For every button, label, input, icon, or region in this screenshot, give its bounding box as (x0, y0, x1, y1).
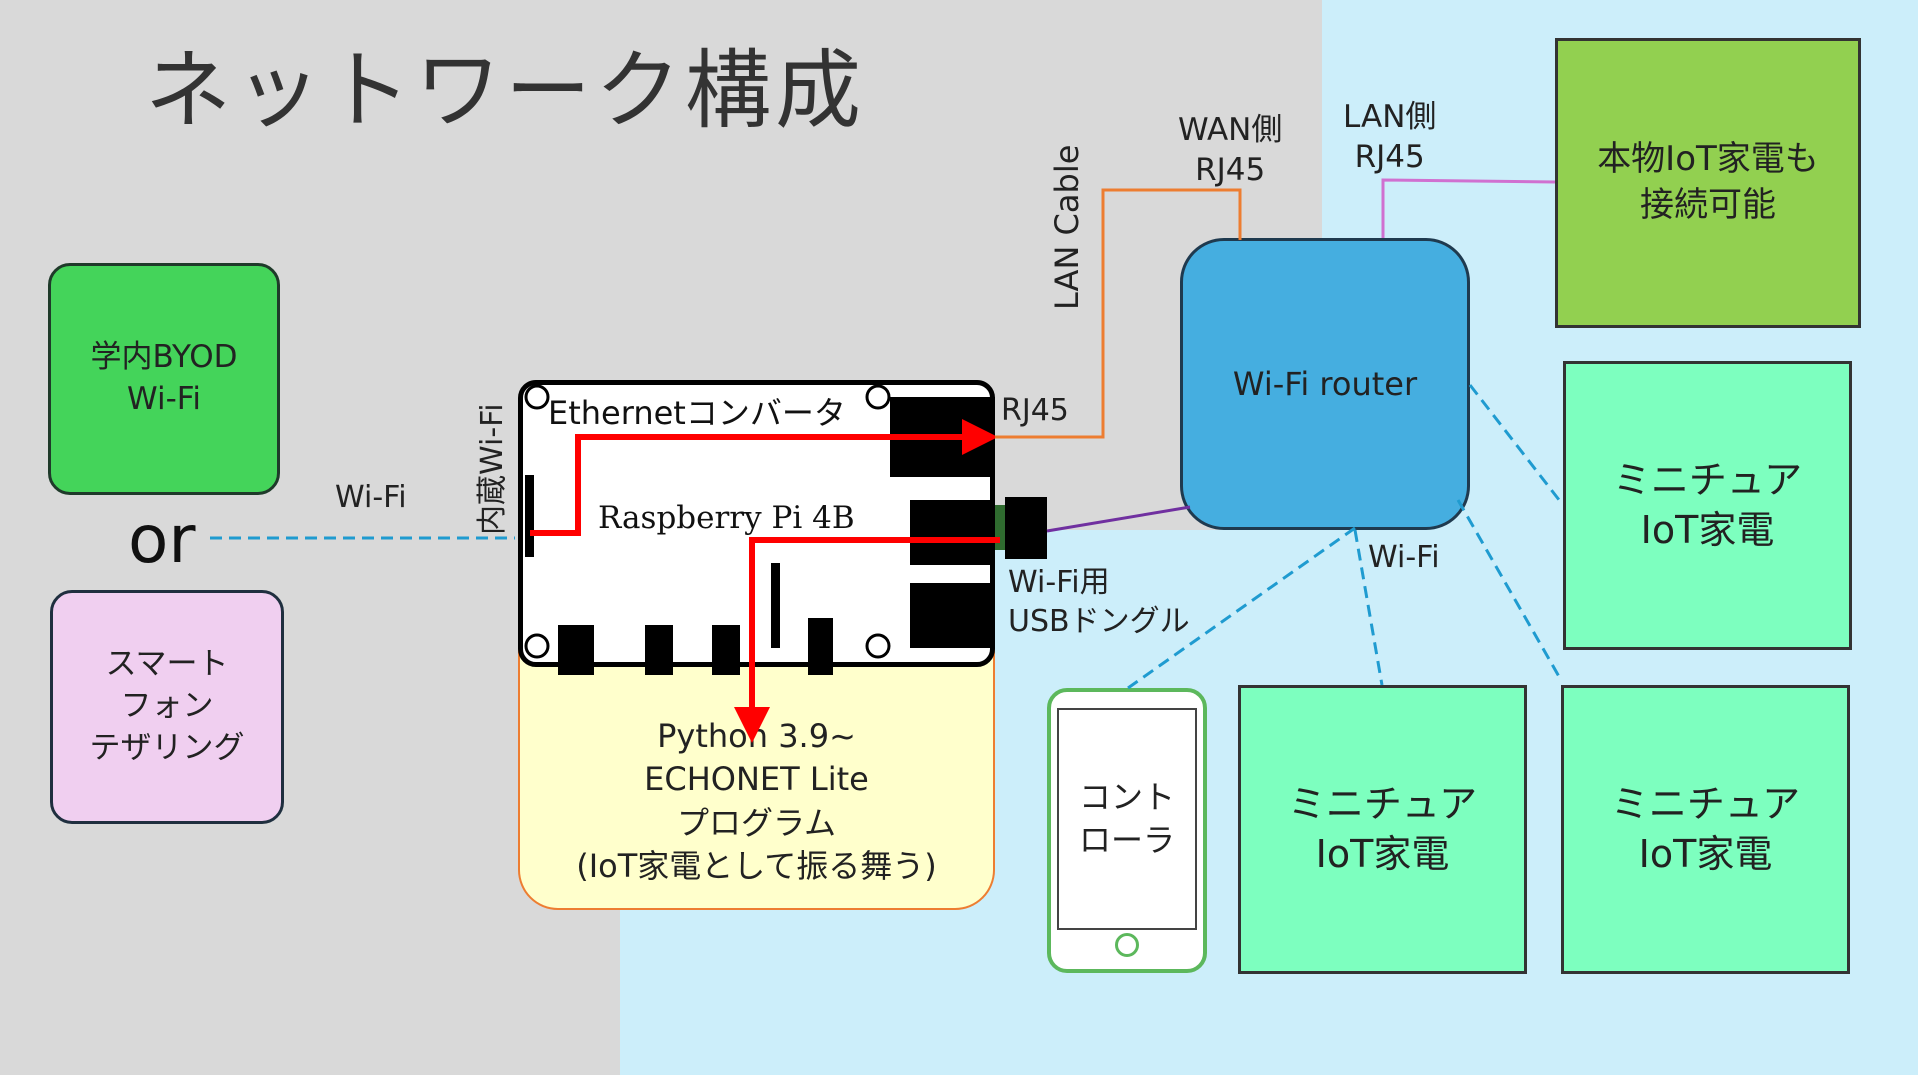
smartphone-tethering-box: スマート フォン テザリング (50, 590, 284, 824)
red-arrow-to-program (734, 537, 1000, 743)
builtin-wifi-chip (525, 475, 534, 557)
lan-cable-label: LAN Cable (1048, 144, 1086, 310)
wifi-link-mini-2 (1353, 529, 1384, 686)
real-iot-appliance-label: 本物IoT家電も 接続可能 (1597, 139, 1819, 225)
red-arrow-to-ethernet (530, 419, 998, 536)
usb-port-lower (910, 583, 995, 648)
ethernet-converter-label: Ethernetコンバータ (548, 394, 846, 432)
mount-hole-tl (524, 384, 550, 410)
mini-iot-appliance-2: ミニチュア IoT家電 (1238, 685, 1527, 974)
mount-hole-bl (524, 633, 550, 659)
mini-iot-appliance-2-label: ミニチュア IoT家電 (1287, 782, 1478, 876)
builtin-wifi-label: 内蔵Wi-Fi (475, 403, 510, 535)
usb-dongle-link (1046, 505, 1191, 533)
wan-side-label: WAN側 RJ45 (1178, 112, 1283, 189)
mount-hole-tr (865, 384, 891, 410)
lan-cable (995, 188, 1242, 439)
bottom-port-4 (808, 618, 833, 675)
or-label: or (128, 501, 196, 578)
wifi-link-controller (1127, 526, 1356, 690)
usb-dongle-label: Wi-Fi用 USBドングル (1008, 565, 1190, 639)
gpio-block (771, 563, 780, 648)
left-wifi-label: Wi-Fi (335, 480, 407, 515)
page-title: ネットワーク構成 (145, 41, 865, 141)
wifi-router: Wi-Fi router (1180, 238, 1470, 530)
byod-wifi-label: 学内BYOD Wi-Fi (90, 339, 238, 417)
bottom-port-2 (645, 625, 673, 675)
usb-port-upper (910, 500, 995, 565)
mini-iot-appliance-1-label: ミニチュア IoT家電 (1612, 458, 1803, 552)
router-wifi-label: Wi-Fi (1368, 540, 1440, 575)
bottom-port-3 (712, 625, 740, 675)
bottom-port-1 (558, 625, 594, 675)
lan-side-label: LAN側 RJ45 (1343, 99, 1437, 176)
wifi-link-mini-3 (1456, 499, 1563, 681)
raspberry-pi-label: Raspberry Pi 4B (598, 500, 855, 536)
controller-label: コント ローラ (1078, 777, 1175, 859)
mini-iot-appliance-3: ミニチュア IoT家電 (1561, 685, 1850, 974)
real-iot-appliance-box: 本物IoT家電も 接続可能 (1555, 38, 1861, 328)
mount-hole-br (865, 633, 891, 659)
usb-dongle (1005, 497, 1047, 559)
wifi-link-mini-1 (1468, 384, 1565, 506)
smartphone-tethering-label: スマート フォン テザリング (89, 646, 245, 766)
mini-iot-appliance-1: ミニチュア IoT家電 (1563, 361, 1852, 650)
controller-screen: コント ローラ (1057, 708, 1197, 930)
wifi-router-label: Wi-Fi router (1232, 365, 1418, 403)
lan-side-cable (1381, 178, 1556, 238)
mini-iot-appliance-3-label: ミニチュア IoT家電 (1610, 782, 1801, 876)
rj45-pi-label: RJ45 (1001, 393, 1069, 428)
controller-home-button (1115, 933, 1139, 957)
byod-wifi-box: 学内BYOD Wi-Fi (48, 263, 280, 495)
